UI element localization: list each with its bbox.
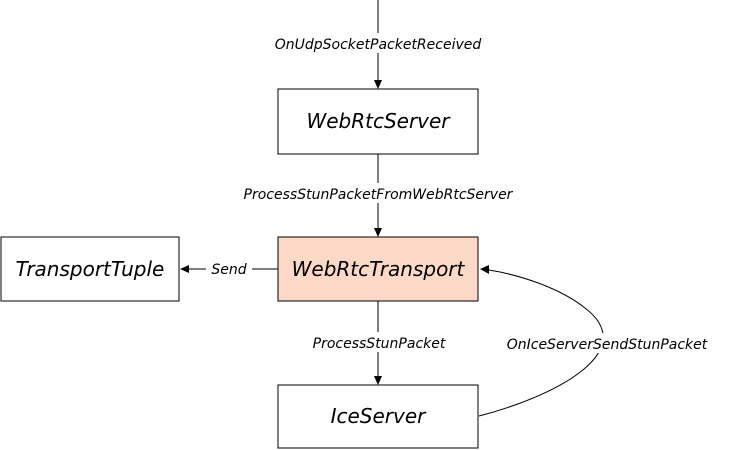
node-ice-server-box (277, 384, 479, 449)
node-webrtc-server-box (277, 88, 479, 155)
edge-ice-send-curve (478, 269, 604, 417)
edge-udp-received-arrowhead (374, 80, 382, 89)
node-webrtc-server-label: WebRtcServer (306, 109, 451, 133)
edge-udp-received: OnUdpSocketPacketReceived (254, 0, 502, 89)
edge-send: Send (180, 262, 278, 278)
edge-process-from-server: ProcessStunPacketFromWebRtcServer (216, 154, 540, 237)
edge-process-from-server-label: ProcessStunPacketFromWebRtcServer (244, 187, 514, 203)
edge-ice-send: OnIceServerSendStunPacket (478, 265, 728, 417)
edge-process-stun-arrowhead (374, 376, 382, 385)
node-transport-tuple: TransportTuple (0, 236, 180, 302)
edge-udp-received-label: OnUdpSocketPacketReceived (275, 37, 482, 53)
edge-process-stun: ProcessStunPacket (298, 301, 460, 385)
edge-send-arrowhead (180, 265, 189, 273)
edge-ice-send-label: OnIceServerSendStunPacket (507, 337, 708, 353)
node-ice-server-label: IceServer (331, 404, 428, 428)
edge-ice-send-arrowhead (480, 265, 489, 274)
edge-process-stun-label: ProcessStunPacket (313, 336, 446, 352)
node-ice-server: IceServer (277, 384, 479, 449)
node-transport-tuple-label: TransportTuple (16, 257, 165, 281)
edge-process-from-server-arrowhead (374, 228, 382, 237)
node-webrtc-transport-label: WebRtcTransport (292, 257, 466, 281)
node-webrtc-server: WebRtcServer (277, 88, 479, 155)
node-transport-tuple-box (0, 236, 180, 302)
node-webrtc-transport: WebRtcTransport (277, 236, 479, 302)
edge-send-label: Send (211, 262, 246, 278)
node-webrtc-transport-box (277, 236, 479, 302)
